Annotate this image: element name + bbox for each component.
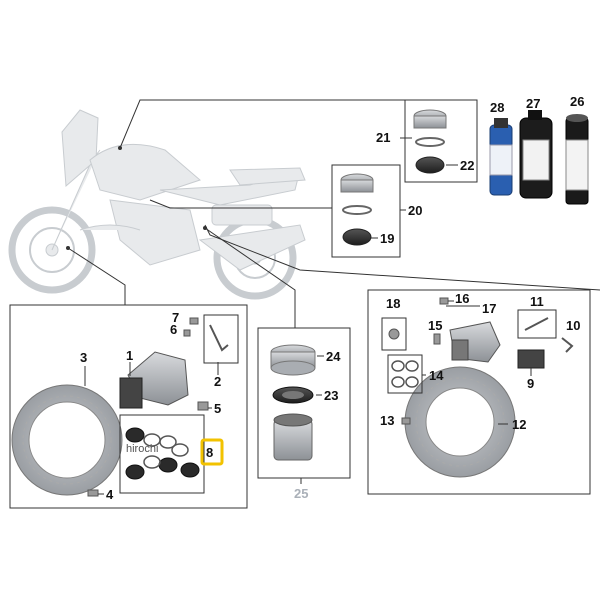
part-label-20: 20 bbox=[408, 203, 422, 218]
part-label-17: 17 bbox=[482, 301, 496, 316]
box-reservoir-lower bbox=[331, 164, 406, 258]
part-label-19: 19 bbox=[380, 231, 394, 246]
part-label-7: 7 bbox=[172, 310, 179, 325]
part-label-15: 15 bbox=[428, 318, 442, 333]
highlight-box-8 bbox=[200, 438, 224, 466]
part-label-23: 23 bbox=[324, 388, 338, 403]
box-rear-brake bbox=[367, 289, 591, 495]
part-label-21: 21 bbox=[376, 130, 390, 145]
motorcycle-illustration bbox=[8, 109, 306, 300]
part-label-25: 25 bbox=[294, 486, 308, 501]
part-label-28: 28 bbox=[490, 100, 504, 115]
part-label-3: 3 bbox=[80, 350, 87, 365]
part-label-14: 14 bbox=[429, 368, 444, 383]
box-reservoir-upper bbox=[400, 99, 478, 183]
part-label-18: 18 bbox=[386, 296, 400, 311]
part-label-12: 12 bbox=[512, 417, 526, 432]
watermark-text: hirochi bbox=[126, 443, 158, 455]
part-label-9: 9 bbox=[527, 376, 534, 391]
part-label-8: 8 bbox=[206, 445, 213, 460]
part-label-6: 6 bbox=[170, 322, 177, 337]
box-master-cylinder bbox=[257, 327, 351, 484]
part-label-1: 1 bbox=[126, 348, 133, 363]
leader-lines bbox=[66, 99, 600, 328]
fluid-bottles bbox=[489, 110, 589, 205]
part-label-24: 24 bbox=[326, 349, 341, 364]
part-label-16: 16 bbox=[455, 291, 469, 306]
part-label-10: 10 bbox=[566, 318, 580, 333]
part-label-4: 4 bbox=[106, 487, 114, 502]
part-label-13: 13 bbox=[380, 413, 394, 428]
part-label-22: 22 bbox=[460, 158, 474, 173]
part-label-26: 26 bbox=[570, 94, 584, 109]
part-label-5: 5 bbox=[214, 401, 221, 416]
box-front-brake bbox=[9, 304, 248, 509]
part-label-11: 11 bbox=[530, 294, 544, 309]
part-label-27: 27 bbox=[526, 96, 540, 111]
part-label-2: 2 bbox=[214, 374, 221, 389]
